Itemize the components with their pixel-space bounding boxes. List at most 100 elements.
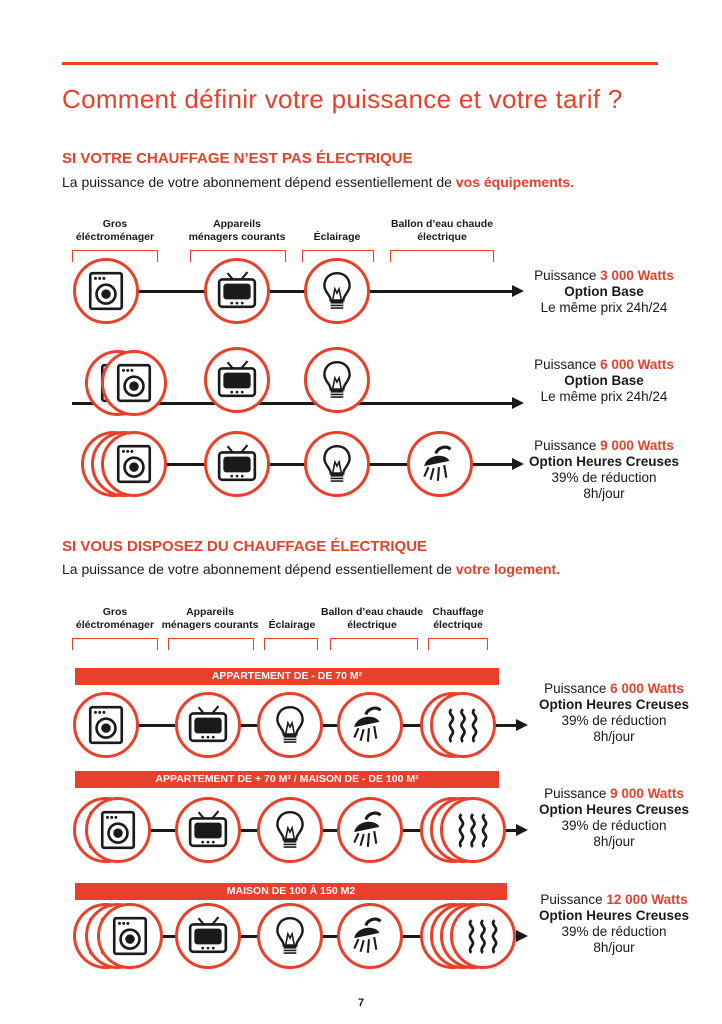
bracket [264,638,318,650]
section2-text: La puissance de votre abonnement dépend … [62,561,561,577]
bracket [390,250,494,262]
tv-icon [216,270,258,312]
arrow-head [516,719,528,731]
equipment-circle [337,903,403,969]
washing-machine-icon [113,362,155,404]
category-appareils-menagers: Appareils ménagers courants [188,218,286,243]
light-bulb-icon [316,270,358,312]
equipment-circle [101,350,167,416]
section1-title: SI VOTRE CHAUFFAGE N’EST PAS ÉLECTRIQUE [62,150,413,167]
power-watts: 6 000 Watts [600,357,674,372]
power-watts: 3 000 Watts [600,268,674,283]
section2-title: SI VOUS DISPOSEZ DU CHAUFFAGE ÉLECTRIQUE [62,538,428,555]
light-bulb-icon [316,443,358,485]
light-bulb-icon [269,809,311,851]
light-bulb-icon [316,359,358,401]
power-watts: 9 000 Watts [600,438,674,453]
washing-machine-icon [113,443,155,485]
tv-icon [216,359,258,401]
equipment-circle [450,903,516,969]
section1-text: La puissance de votre abonnement dépend … [62,174,575,190]
housing-banner: APPARTEMENT DE - DE 70 M² [75,668,499,685]
equipment-circle [97,903,163,969]
section2-highlight: votre logement. [455,561,561,577]
equipment-circle [304,258,370,324]
equipment-circle [257,903,323,969]
equipment-circle [430,692,496,758]
category-gros-electromenager: Gros éléctroménager [75,606,155,631]
equipment-circle [175,692,241,758]
washing-machine-icon [109,915,151,957]
bracket [302,250,374,262]
equipment-circle [204,347,270,413]
tariff-option: Option Heures Creuses [538,908,690,923]
category-ballon-eau-chaude: Ballon d’eau chaude électrique [390,218,494,243]
heating-waves-icon [452,809,494,851]
equipment-circle [204,431,270,497]
equipment-circle [337,797,403,863]
bracket [428,638,488,650]
shower-head-icon [349,809,391,851]
category-eclairage: Éclairage [313,231,361,243]
bracket [330,638,418,650]
equipment-circle [407,431,473,497]
shower-head-icon [349,704,391,746]
bracket [72,638,158,650]
tariff-option: Option Heures Creuses [538,802,690,817]
light-bulb-icon [269,915,311,957]
equipment-circle [85,797,151,863]
equipment-circle [175,797,241,863]
power-watts: 12 000 Watts [606,892,688,907]
arrow-head [512,285,524,297]
equipment-circle [257,692,323,758]
washing-machine-icon [85,270,127,312]
tv-icon [216,443,258,485]
equipment-circle [101,431,167,497]
category-gros-electromenager: Gros éléctroménager [75,218,155,243]
arrow-head [512,397,524,409]
equipment-circle [175,903,241,969]
tv-icon [187,809,229,851]
top-rule [62,62,658,65]
washing-machine-icon [97,809,139,851]
housing-banner: APPARTEMENT DE + 70 M² / MAISON DE - DE … [75,771,499,788]
power-watts: 9 000 Watts [610,786,684,801]
bracket [72,250,158,262]
shower-head-icon [419,443,461,485]
equipment-circle [440,797,506,863]
tv-icon [187,915,229,957]
equipment-circle [337,692,403,758]
category-ballon-eau-chaude: Ballon d’eau chaude électrique [320,606,424,631]
arrow-head [512,458,524,470]
tariff-option: Option Base [564,373,644,388]
category-eclairage: Éclairage [268,619,316,631]
tariff-option: Option Heures Creuses [528,454,680,469]
heating-waves-icon [462,915,504,957]
housing-banner: MAISON DE 100 À 150 M2 [75,883,507,900]
equipment-circle [304,431,370,497]
category-appareils-menagers: Appareils ménagers courants [161,606,259,631]
light-bulb-icon [269,704,311,746]
tariff-option: Option Heures Creuses [538,697,690,712]
washing-machine-icon [85,704,127,746]
power-watts: 6 000 Watts [610,681,684,696]
heating-waves-icon [442,704,484,746]
shower-head-icon [349,915,391,957]
bracket [168,638,254,650]
tariff-option: Option Base [564,284,644,299]
arrow-head [516,930,528,942]
equipment-circle [204,258,270,324]
category-chauffage-electrique: Chauffage électrique [432,606,484,631]
equipment-circle [73,692,139,758]
page-number: 7 [357,997,365,1009]
page-title: Comment définir votre puissance et votre… [62,84,623,114]
equipment-circle [304,347,370,413]
bracket [190,250,286,262]
connector-line [72,402,512,405]
